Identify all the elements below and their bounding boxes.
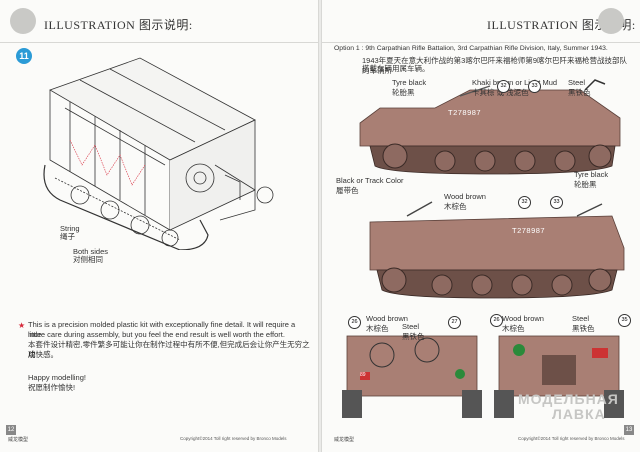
notice-line-2: more care during assembly, but you feel … xyxy=(28,330,285,339)
header-circle-right xyxy=(598,8,624,34)
vehicle-front-view-right xyxy=(494,335,624,418)
left-footer-label: 威龙模型 xyxy=(8,437,29,443)
callout-33-bottom: 33 xyxy=(550,196,563,209)
book-gutter xyxy=(318,0,322,452)
vehicle-rear-view-left xyxy=(342,335,482,418)
notice-cn-1: 本套件设计精密,零件繁多可能让你在制作过程中有所不便,但完成后会让你产生无穷之成 xyxy=(28,340,310,359)
left-page-number: 12 xyxy=(6,425,16,435)
happy-modelling-en: Happy modelling! xyxy=(28,373,86,382)
option-cn-line-2: 搭载车辆用属车辆。 xyxy=(362,64,430,73)
happy-modelling-cn: 祝愿制作愉快! xyxy=(28,383,76,392)
left-footer: 12 威龙模型 Copyright©2014 Toll right reserv… xyxy=(0,425,318,452)
watermark-line-1: МОДЕЛЬНАЯ xyxy=(518,391,619,407)
string-label-en: String xyxy=(60,224,80,233)
vehicle-side-view-bottom xyxy=(369,201,625,299)
right-page: ILLUSTRATION 图示说明: Option 1 : 9th Carpat… xyxy=(322,0,640,452)
step-number-badge: 11 xyxy=(16,48,32,64)
left-page: ILLUSTRATION 图示说明: 11 xyxy=(0,0,318,452)
serial-number-bottom: T278987 xyxy=(512,226,546,235)
callout-32-bottom: 32 xyxy=(518,196,531,209)
callout-26-right: 26 xyxy=(490,314,503,327)
notice-cn-2: 功快感。 xyxy=(28,350,58,359)
watermark-line-2: ЛАВКА xyxy=(552,406,606,422)
left-footer-copyright: Copyright©2014 Toll right reserved by Br… xyxy=(180,436,287,441)
right-footer-copyright: Copyright©2014 Toll right reserved by Br… xyxy=(518,436,625,441)
right-footer: 威龙模型 Copyright©2014 Toll right reserved … xyxy=(322,425,640,452)
callout-35: 35 xyxy=(618,314,631,327)
option-cn-line-1: 1943年夏天在意大利作战的第3喀尔巴阡来福枪师第9喀尔巴阡来福枪营战技部队的车… xyxy=(362,56,628,75)
serial-number-top: T278987 xyxy=(448,108,482,117)
right-header: ILLUSTRATION 图示说明: xyxy=(322,0,640,43)
right-page-number: 13 xyxy=(624,425,634,435)
notice-line-1: This is a precision molded plastic kit w… xyxy=(28,320,296,339)
string-label-cn: 绳子 xyxy=(60,232,75,241)
option-title: Option 1 : 9th Carpathian Rifle Battalio… xyxy=(334,45,608,52)
callout-26-left: 26 xyxy=(348,316,361,329)
right-footer-label: 威龙模型 xyxy=(334,437,355,443)
both-sides-label-cn: 对侧相同 xyxy=(73,255,103,264)
vehicle-side-view-top xyxy=(359,79,621,175)
left-header-title: ILLUSTRATION 图示说明: xyxy=(44,18,193,32)
assembly-illustration xyxy=(43,57,274,250)
header-circle-left xyxy=(10,8,36,34)
callout-32-top: 32 xyxy=(497,80,510,93)
rear-plate-number: 89 xyxy=(360,372,366,378)
callout-33-top: 33 xyxy=(528,80,541,93)
callout-27: 27 xyxy=(448,316,461,329)
left-header: ILLUSTRATION 图示说明: xyxy=(0,0,318,43)
both-sides-label-en: Both sides xyxy=(73,247,109,256)
notice-star-icon: ★ xyxy=(18,321,26,330)
